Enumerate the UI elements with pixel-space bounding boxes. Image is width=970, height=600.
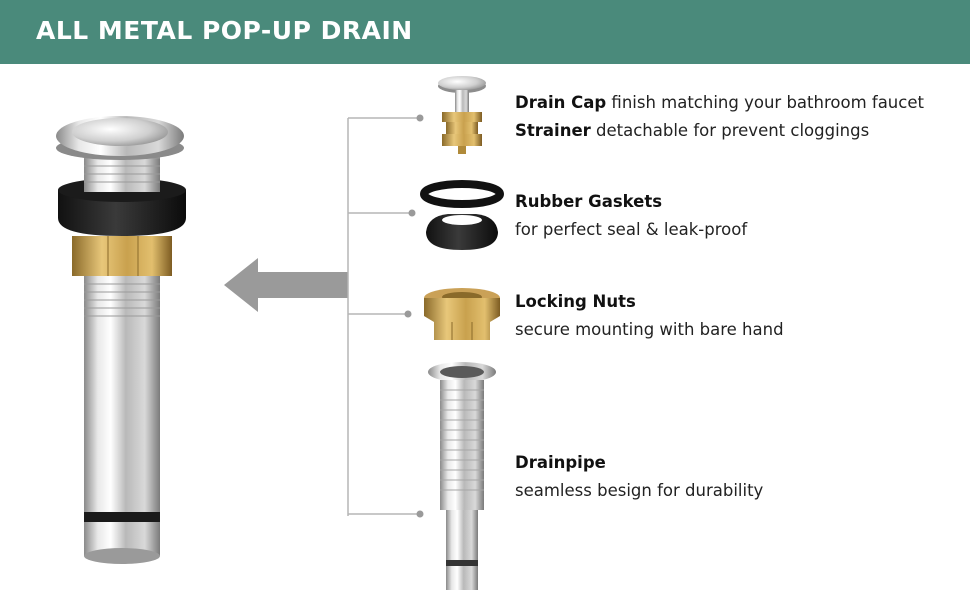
locking-nuts-title: Locking Nuts: [515, 292, 636, 311]
drainpipe-description: Drainpipe seamless besign for durability: [515, 449, 763, 505]
drain-cap-title: Drain Cap: [515, 93, 607, 112]
drain-cap-text: finish matching your bathroom faucet: [611, 93, 924, 112]
locking-nuts-text: secure mounting with bare hand: [515, 320, 784, 339]
rubber-gaskets-text: for perfect seal & leak-proof: [515, 220, 748, 239]
rubber-gaskets-description: Rubber Gaskets for perfect seal & leak-p…: [515, 188, 747, 244]
drainpipe-icon: [428, 362, 496, 590]
drainpipe-text: seamless besign for durability: [515, 481, 764, 500]
connector-bracket: [347, 117, 420, 516]
header-banner: ALL METAL POP-UP DRAIN: [0, 0, 970, 64]
left-arrow-icon: [224, 258, 348, 312]
page-title: ALL METAL POP-UP DRAIN: [36, 16, 413, 45]
assembled-pop-up-drain-icon: [56, 116, 186, 564]
strainer-text: detachable for prevent cloggings: [596, 121, 870, 140]
drainpipe-title: Drainpipe: [515, 453, 606, 472]
drain-cap-description: Drain Cap finish matching your bathroom …: [515, 89, 924, 145]
drain-cap-strainer-icon: [438, 76, 486, 154]
rubber-gaskets-title: Rubber Gaskets: [515, 192, 663, 211]
rubber-gaskets-icon: [420, 180, 504, 250]
strainer-title: Strainer: [515, 121, 591, 140]
locking-nut-icon: [424, 288, 500, 340]
locking-nuts-description: Locking Nuts secure mounting with bare h…: [515, 288, 784, 344]
